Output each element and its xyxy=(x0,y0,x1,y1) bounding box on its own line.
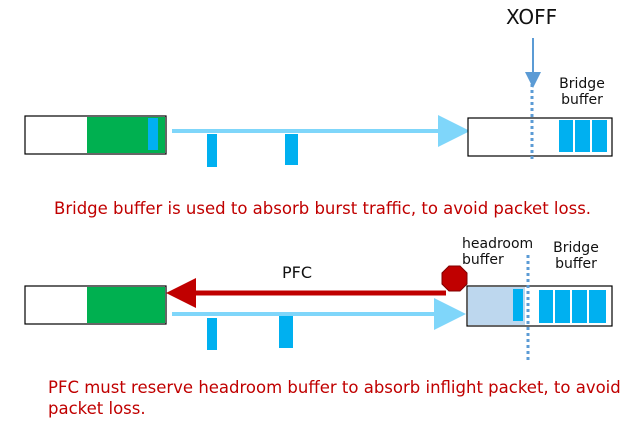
top-inflight-packet-2 xyxy=(285,134,298,165)
top-scenario xyxy=(24,38,613,167)
top-receiver-box xyxy=(467,117,613,157)
top-bridge-buffer-slot-3 xyxy=(592,120,607,152)
bottom-bridge-buffer-label: Bridge buffer xyxy=(553,240,599,273)
bottom-bridge-buffer-slot-3 xyxy=(572,290,587,323)
bottom-inflight-packet-2 xyxy=(279,316,293,348)
bottom-caption: PFC must reserve headroom buffer to abso… xyxy=(48,378,621,418)
top-inflight-packet-1 xyxy=(207,134,217,167)
pfc-label: PFC xyxy=(282,263,313,282)
top-bridge-buffer-label: Bridge buffer xyxy=(559,76,605,109)
headroom-buffer-packet xyxy=(513,289,523,321)
bottom-sender-queue xyxy=(87,287,165,323)
pfc-stop-sign-icon xyxy=(441,265,468,292)
bottom-bridge-buffer-slot-2 xyxy=(555,290,570,323)
bottom-scenario xyxy=(24,255,613,360)
top-bridge-buffer-slot-1 xyxy=(559,120,573,152)
bottom-bridge-buffer-slot-1 xyxy=(539,290,553,323)
top-caption: Bridge buffer is used to absorb burst tr… xyxy=(54,199,592,218)
headroom-buffer-label: headroom buffer xyxy=(462,236,534,269)
top-sender-packet xyxy=(148,118,158,150)
xoff-label: XOFF xyxy=(506,5,558,29)
top-bridge-buffer-slot-2 xyxy=(575,120,590,152)
bottom-inflight-packet-1 xyxy=(207,318,217,350)
bottom-bridge-buffer-slot-4 xyxy=(589,290,606,323)
